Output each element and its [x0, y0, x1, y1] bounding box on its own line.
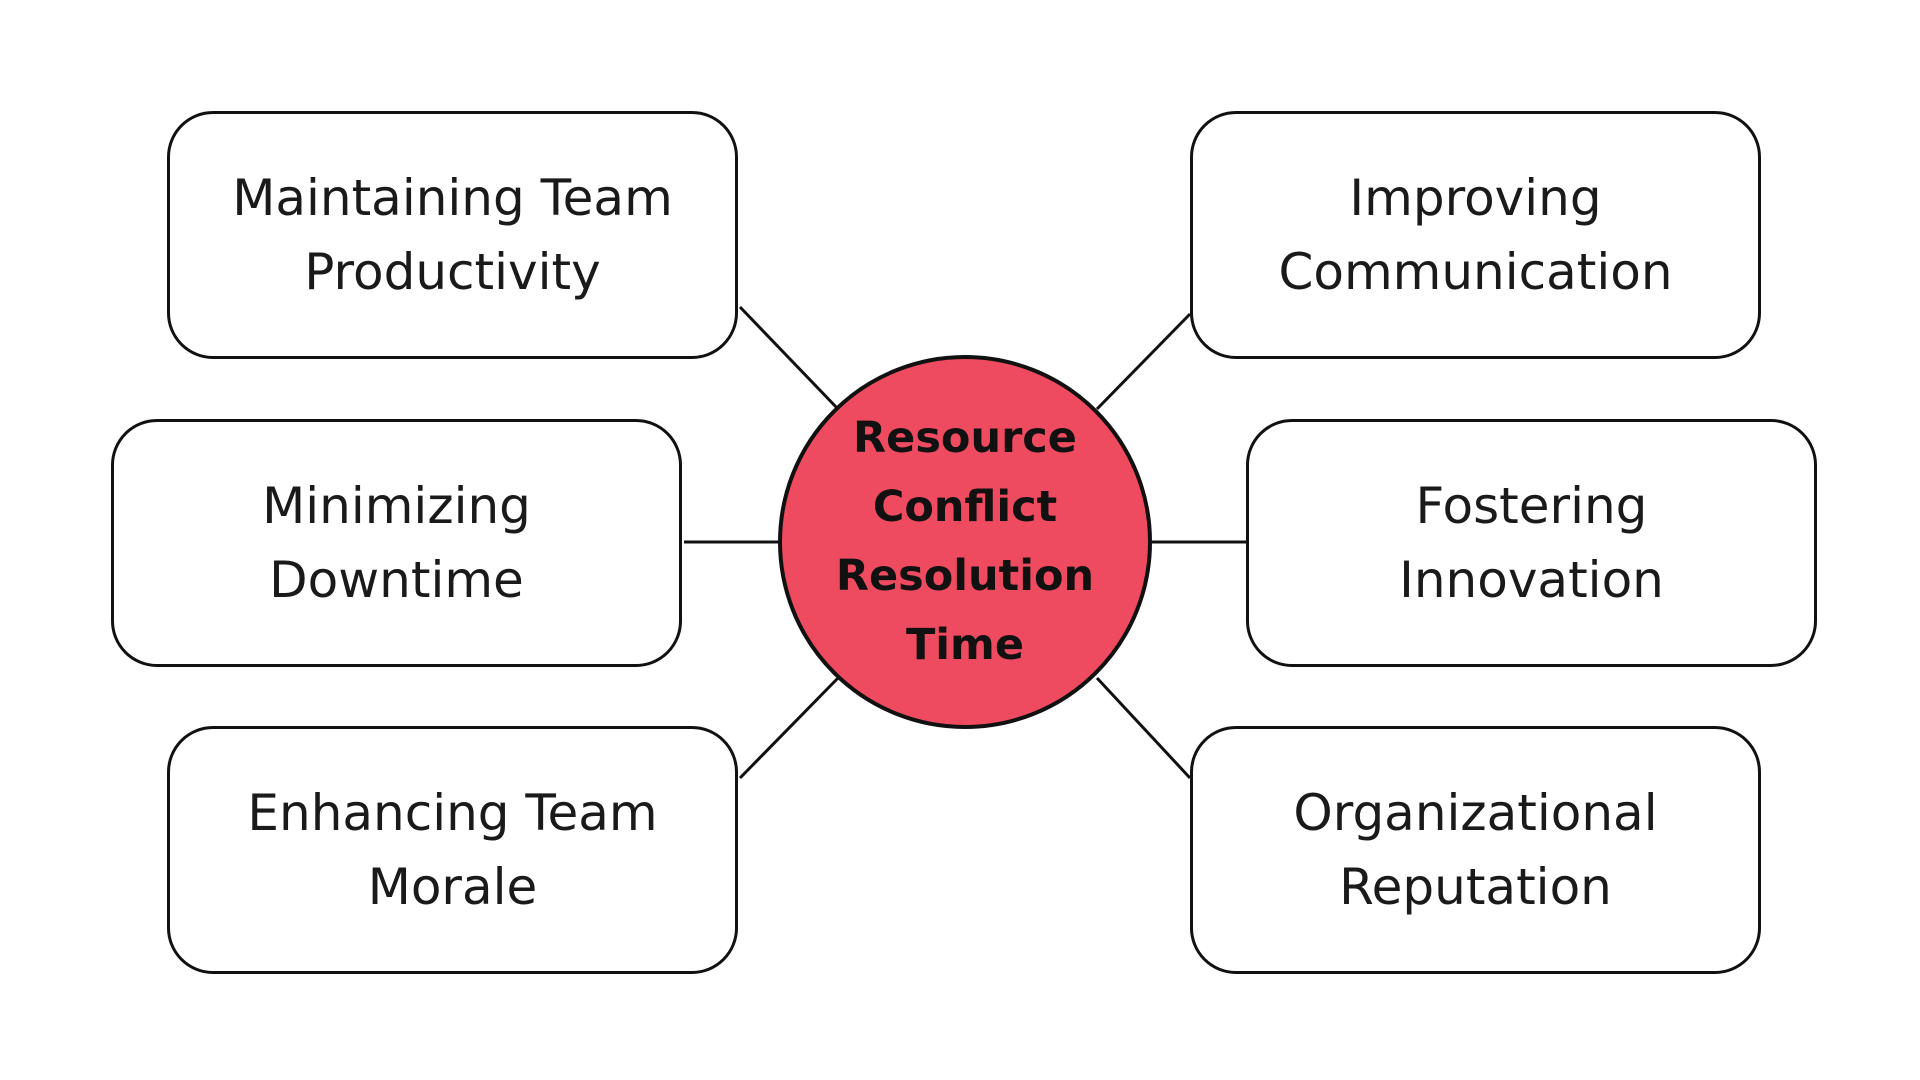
node-label: Enhancing Team Morale: [247, 784, 658, 916]
node-label: Minimizing Downtime: [262, 477, 531, 609]
connector-top-left: [738, 305, 840, 411]
central-topic-label: Resource Conflict Resolution Time: [835, 413, 1095, 670]
node-label: Fostering Innovation: [1399, 477, 1664, 609]
node-improving-communication: Improving Communication: [1190, 111, 1761, 359]
node-fostering-innovation: Fostering Innovation: [1246, 419, 1817, 667]
node-label: Maintaining Team Productivity: [232, 169, 673, 301]
node-enhancing-team-morale: Enhancing Team Morale: [167, 726, 738, 974]
node-maintaining-team-productivity: Maintaining Team Productivity: [167, 111, 738, 359]
node-label: Organizational Reputation: [1293, 784, 1658, 916]
node-organizational-reputation: Organizational Reputation: [1190, 726, 1761, 974]
central-topic-circle: Resource Conflict Resolution Time: [778, 355, 1152, 729]
node-minimizing-downtime: Minimizing Downtime: [111, 419, 682, 667]
connector-bottom-left: [738, 676, 840, 780]
connector-top-right: [1095, 312, 1192, 411]
node-label: Improving Communication: [1278, 169, 1673, 301]
connector-bottom-right: [1095, 676, 1192, 780]
